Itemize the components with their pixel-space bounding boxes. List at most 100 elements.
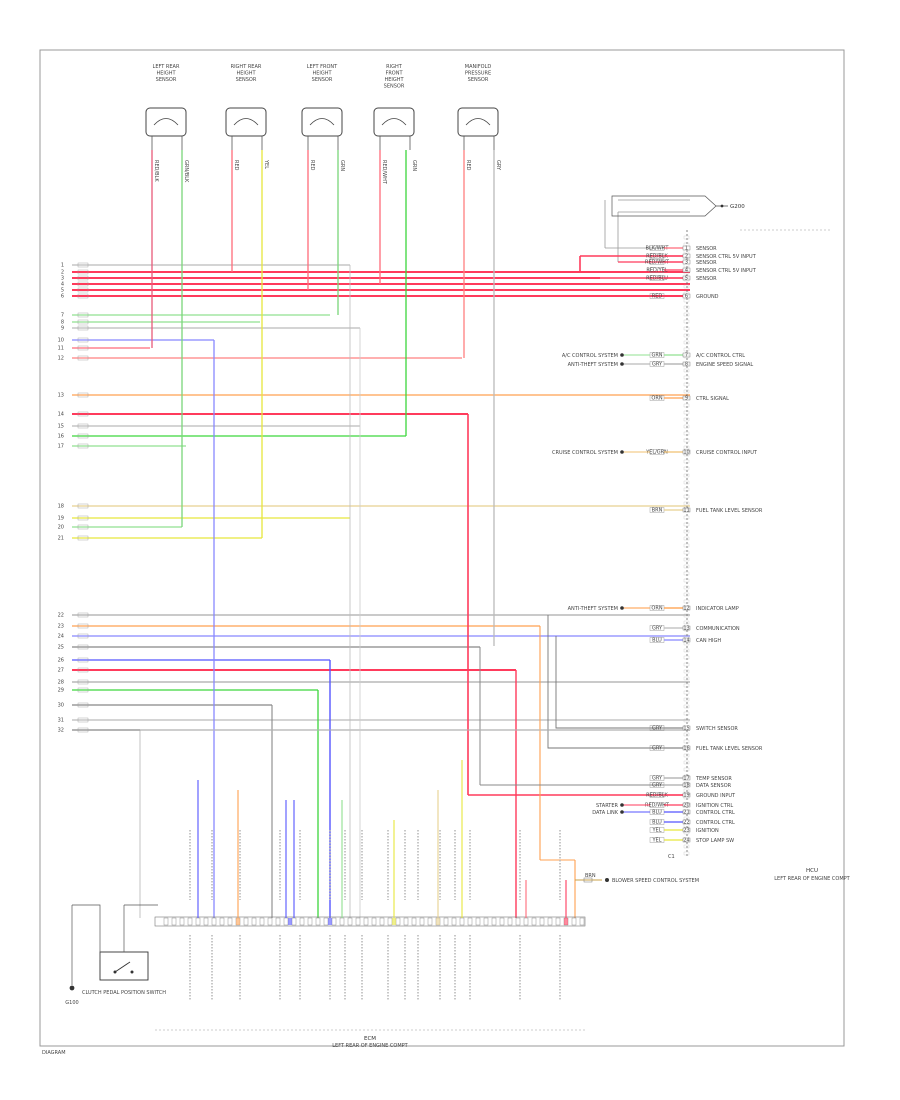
pin-description: A/C CONTROL CTRL <box>696 353 745 359</box>
pin-wire-color: BLU <box>652 820 662 826</box>
pin-wire-color: RED/BLU <box>646 276 668 282</box>
sensor-label: SENSOR <box>312 77 333 83</box>
pin-description: SENSOR <box>696 260 717 266</box>
pin-description: ENGINE SPEED SIGNAL <box>696 362 753 368</box>
diagram-frame <box>39 49 845 1047</box>
ground-icon <box>69 985 75 991</box>
blower-control-ref: BRN BLOWER SPEED CONTROL SYSTEM <box>575 873 699 884</box>
pin-number: 21 <box>683 810 689 816</box>
sensor-wire-b: GRY <box>495 160 501 171</box>
pin-number: 10 <box>683 450 689 456</box>
connector-label: C1 <box>668 854 675 860</box>
blower-wire: BRN <box>585 873 596 879</box>
connector-pin: ORN 9 CTRL SIGNAL <box>649 395 729 402</box>
pin-number: 17 <box>683 776 689 782</box>
pin-wire-color: RED/BLK <box>646 793 668 799</box>
cavity-number: 11 <box>58 346 64 352</box>
pin-description: GROUND <box>696 294 719 300</box>
cavity-number: 32 <box>58 728 64 734</box>
pin-number: 11 <box>683 508 689 514</box>
pin-number: 13 <box>683 626 689 632</box>
pin-wire-color: GRY <box>652 726 663 732</box>
connector-pin: BRN 11 FUEL TANK LEVEL SENSOR <box>649 507 763 514</box>
pin-description: TEMP SENSOR <box>695 776 732 782</box>
switch-label: CLUTCH PEDAL POSITION SWITCH <box>82 990 166 996</box>
cavity-number: 4 <box>61 282 64 288</box>
pin-wire-color: RED/WHT <box>645 803 670 809</box>
cavity-number: 24 <box>58 634 64 640</box>
cavity-number: 30 <box>58 703 64 709</box>
sensor-label: RIGHT <box>386 64 403 70</box>
pin-description: CONTROL CTRL <box>696 810 735 816</box>
pin-description: DATA SENSOR <box>696 783 732 789</box>
pin-wire-color: RED/BLK <box>646 254 668 260</box>
sensor-wire-a: RED/WHT <box>381 160 387 185</box>
pin-number: 6 <box>685 294 688 300</box>
bottom-connector-sub: LEFT REAR OF ENGINE COMPT <box>332 1043 408 1049</box>
cavity-number: 25 <box>58 645 64 651</box>
sensor-wire-b: YEL <box>263 159 269 169</box>
pin-description: SENSOR CTRL 5V INPUT <box>696 268 757 274</box>
cavity-number: 23 <box>58 624 64 630</box>
sensor-wire-a: RED <box>309 160 315 171</box>
pin-wire-color: GRN <box>651 353 662 359</box>
cavity-number: 27 <box>58 668 64 674</box>
pin-description: IGNITION <box>696 828 719 834</box>
pin-description: SENSOR <box>696 276 717 282</box>
pin-description: CRUISE CONTROL INPUT <box>696 450 758 456</box>
pin-number: 9 <box>685 396 688 402</box>
cavity-number: 21 <box>58 536 64 542</box>
external-system: STARTER <box>596 803 619 809</box>
pin-wire-color: BLU <box>652 638 662 644</box>
switch-ground-label: G100 <box>65 1000 78 1006</box>
sensor-label: MANIFOLD <box>465 64 492 70</box>
cavity-number: 20 <box>58 525 64 531</box>
pin-number: 15 <box>683 726 689 732</box>
harness-wires: 1234567891011121314151617181920212223242… <box>58 150 690 918</box>
external-system: DATA LINK <box>592 810 618 816</box>
sensor-wire-b: GRN/BLK <box>183 160 189 183</box>
pin-wire-color: ORN <box>651 396 662 402</box>
pin-number: 24 <box>683 838 689 844</box>
pin-number: 7 <box>685 353 688 359</box>
sensor-label: SENSOR <box>156 77 177 83</box>
sensor-wire-a: RED <box>233 160 239 171</box>
pin-description: FUEL TANK LEVEL SENSOR <box>696 508 763 514</box>
connector-dot-icon <box>620 353 624 357</box>
pin-wire-color: YEL <box>652 828 662 834</box>
ground-label: G200 <box>730 204 745 210</box>
pin-description: IGNITION CTRL <box>696 803 733 809</box>
page-id: DIAGRAM <box>42 1050 66 1056</box>
pin-description: CTRL SIGNAL <box>696 396 729 402</box>
pin-number: 22 <box>683 820 689 826</box>
sensor-label: FRONT <box>385 71 403 77</box>
cavity-number: 22 <box>58 613 64 619</box>
pin-wire-color: BRN <box>652 508 663 514</box>
cavity-number: 17 <box>58 444 64 450</box>
pin-description: GROUND INPUT <box>696 793 736 799</box>
ground-bus-top-right: G200 <box>611 195 830 231</box>
pin-wire-color: GRY <box>652 362 663 368</box>
sensor-label: LEFT REAR <box>153 64 180 70</box>
rh-module-title: HCU <box>806 868 818 874</box>
pin-description: COMMUNICATION <box>696 626 740 632</box>
cavity-number: 18 <box>58 504 64 510</box>
